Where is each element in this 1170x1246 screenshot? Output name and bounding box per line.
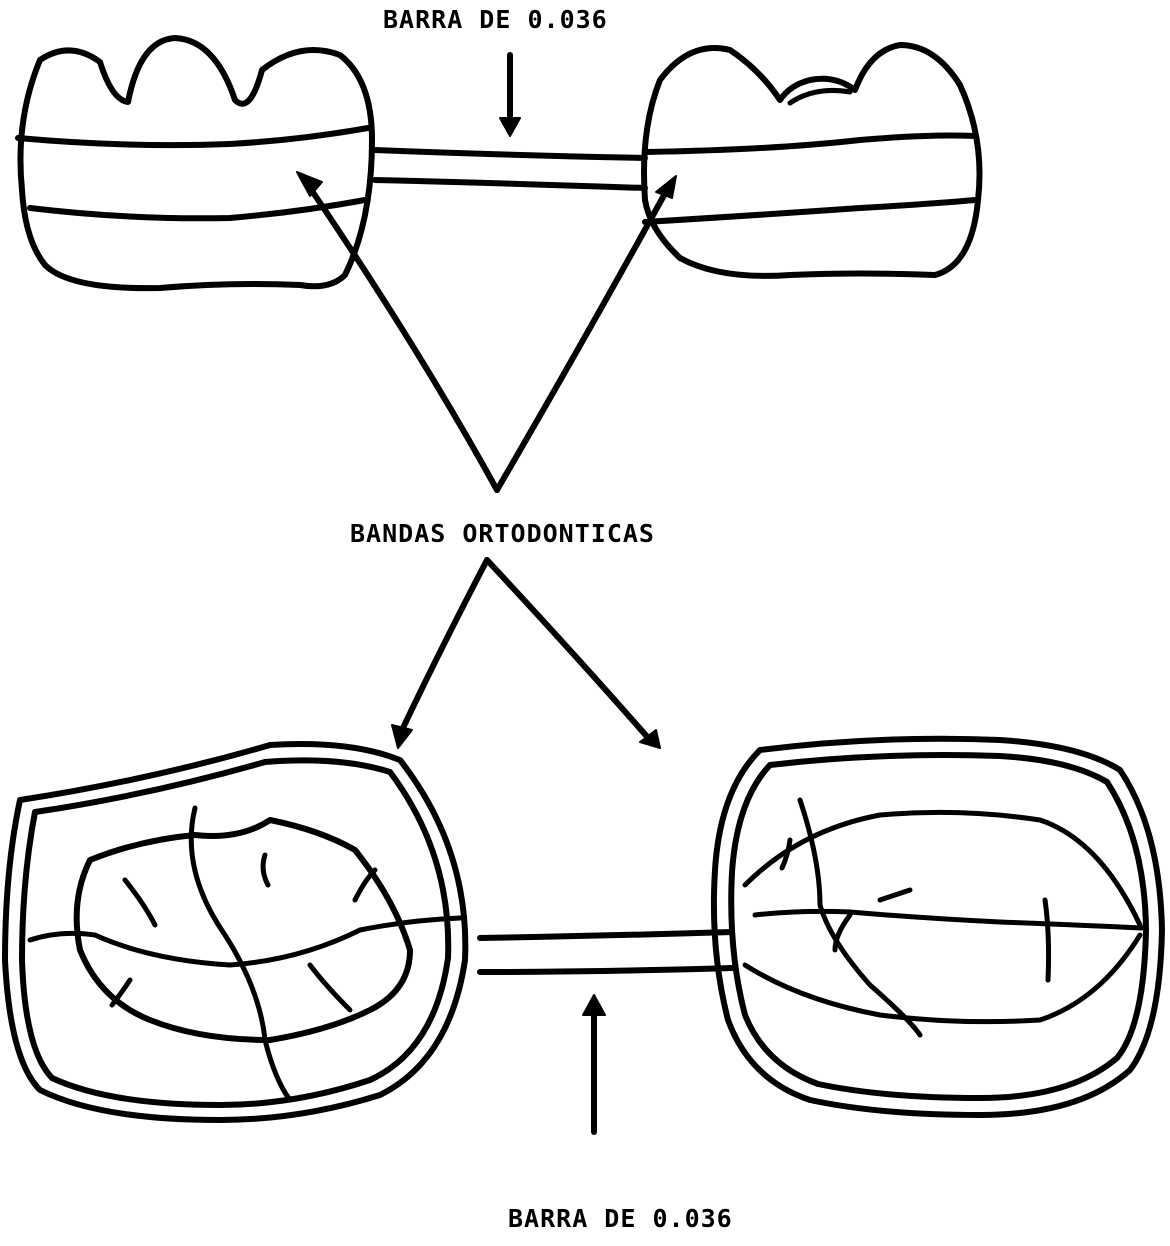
left-tooth-groove-1 bbox=[191, 808, 290, 1100]
right-tooth-groove-2 bbox=[755, 911, 1142, 928]
right-molar-outline bbox=[644, 45, 980, 276]
right-molar-cusp-detail bbox=[790, 90, 850, 103]
bottom-bar bbox=[480, 932, 732, 972]
left-molar-side-view bbox=[18, 38, 372, 288]
right-molar-side-view bbox=[644, 45, 980, 276]
top-bar-upper-line bbox=[375, 150, 645, 158]
bottom-bar-arrow bbox=[583, 995, 605, 1132]
top-bar-arrow bbox=[500, 55, 520, 136]
left-band-top-edge bbox=[18, 128, 368, 145]
top-bar-label: BARRA DE 0.036 bbox=[383, 5, 608, 34]
right-tooth-crown-top bbox=[745, 812, 1140, 925]
bottom-bar-lower-line bbox=[480, 968, 732, 972]
bands-label: BANDAS ORTODONTICAS bbox=[350, 519, 655, 548]
top-bar-lower-line bbox=[375, 180, 645, 188]
left-band-bottom-edge bbox=[30, 200, 365, 218]
right-molar-occlusal-view bbox=[714, 739, 1162, 1115]
left-tooth-groove-2 bbox=[30, 918, 460, 965]
left-tooth-groove-7 bbox=[355, 870, 375, 900]
bottom-bar-label: BARRA DE 0.036 bbox=[508, 1204, 733, 1233]
bottom-bar-upper-line bbox=[480, 932, 732, 938]
right-tooth-groove-3 bbox=[835, 915, 850, 950]
left-tooth-groove-5 bbox=[310, 965, 350, 1010]
right-band-bottom-edge bbox=[645, 200, 975, 222]
arrow-to-right-band bbox=[497, 188, 668, 490]
left-molar-outline bbox=[20, 38, 372, 288]
arrow-to-left-band bbox=[308, 185, 497, 490]
right-tooth-groove-4 bbox=[880, 890, 910, 900]
right-tooth-crown-bottom bbox=[745, 935, 1140, 1022]
right-band-top-edge bbox=[645, 136, 975, 153]
bands-arrows-up bbox=[297, 172, 676, 490]
left-tooth-groove-3 bbox=[125, 880, 155, 925]
top-bar bbox=[375, 150, 645, 188]
right-tooth-groove-5 bbox=[1045, 900, 1049, 980]
left-tooth-groove-4 bbox=[263, 855, 268, 885]
arrow-to-left-bottom-band bbox=[402, 560, 487, 730]
bands-arrows-down bbox=[392, 560, 660, 748]
left-molar-occlusal-view bbox=[5, 744, 465, 1120]
arrow-to-right-bottom-band bbox=[487, 560, 650, 740]
